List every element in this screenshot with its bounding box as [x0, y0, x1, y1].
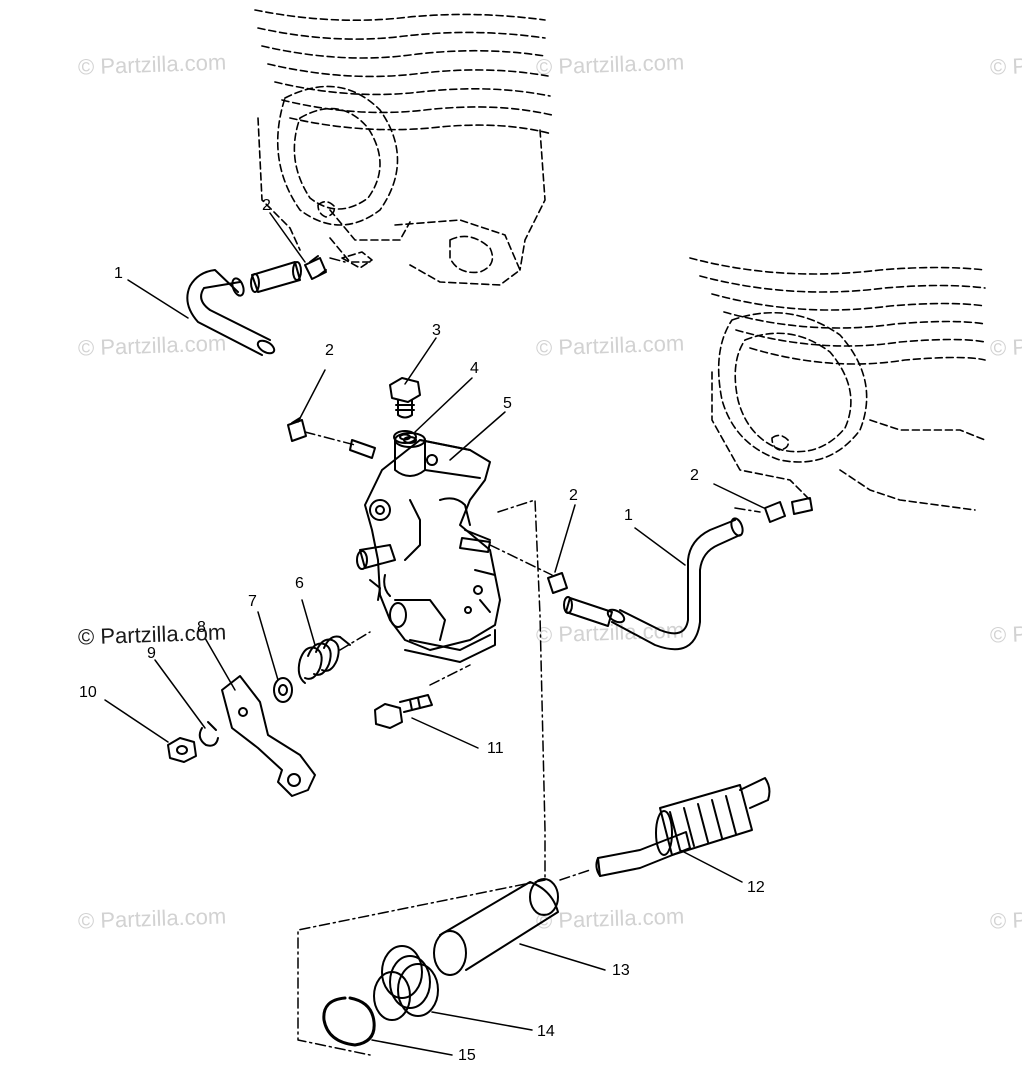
oil-pump-body	[356, 432, 501, 663]
return-spring	[297, 635, 351, 684]
callout-4: 4	[470, 360, 479, 377]
upper-tube-segment	[250, 261, 302, 293]
callout-3: 3	[432, 322, 441, 339]
callout-10: 10	[79, 684, 97, 701]
clamp-upper	[304, 255, 327, 280]
washer-7	[273, 677, 293, 703]
clamp-far-right	[764, 497, 813, 523]
banjo-bolt	[389, 377, 421, 419]
clamp-right-mid	[547, 572, 568, 594]
callout-2-right-mid: 2	[569, 487, 578, 504]
callout-6: 6	[295, 575, 304, 592]
callout-14: 14	[537, 1023, 555, 1040]
hose-left	[186, 269, 276, 356]
pump-outlet-nipple	[459, 537, 491, 553]
callout-7: 7	[248, 593, 257, 610]
callout-8: 8	[197, 619, 206, 636]
callout-5: 5	[503, 395, 512, 412]
drive-gear-shaft	[595, 777, 771, 877]
leader-lines	[104, 212, 765, 1056]
circlip	[198, 721, 219, 747]
callout-2-mid-left: 2	[325, 342, 334, 359]
sleeve	[433, 878, 559, 976]
callout-15: 15	[458, 1047, 476, 1064]
callout-2-far-right: 2	[690, 467, 699, 484]
hose-right	[606, 517, 744, 651]
callout-11: 11	[487, 740, 504, 757]
assembly-guide-lines	[297, 257, 761, 1056]
right-engine-outline	[689, 257, 986, 511]
retaining-ring	[322, 996, 376, 1047]
compression-spring	[373, 945, 439, 1021]
callout-2-upper: 2	[262, 197, 271, 214]
bolt	[374, 694, 433, 729]
control-lever	[221, 675, 316, 797]
callout-1-left: 1	[114, 265, 123, 282]
right-tube-segment	[563, 596, 613, 627]
callout-1-right: 1	[624, 507, 633, 524]
nut	[167, 737, 197, 763]
washer-4	[393, 430, 417, 444]
clamp-mid-left	[287, 417, 307, 442]
pump-inlet-nipple	[349, 439, 376, 459]
callout-9: 9	[147, 645, 156, 662]
callout-12: 12	[747, 879, 765, 896]
callout-13: 13	[612, 962, 630, 979]
upper-engine-outline	[254, 9, 553, 286]
